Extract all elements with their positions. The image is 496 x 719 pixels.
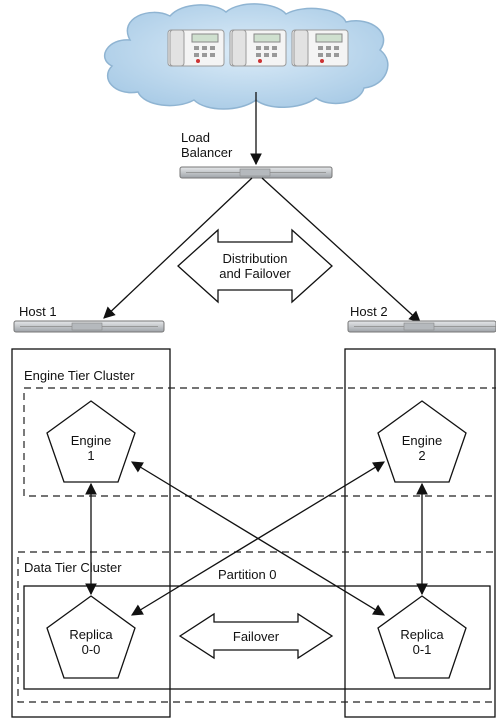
distribution-failover-label: Distribution and Failover (205, 251, 305, 281)
replica01-pentagon-icon (377, 595, 467, 679)
engine1-pentagon-icon (46, 400, 136, 483)
partition-label: Partition 0 (218, 567, 277, 582)
replica00-label-line1: Replica (69, 627, 113, 642)
replica01-label-line2: 0-1 (412, 642, 432, 657)
engine-tier-cluster-label: Engine Tier Cluster (24, 368, 135, 383)
failover-label: Failover (232, 629, 280, 644)
load-balancer-server-rack-icon (179, 166, 333, 179)
lb-to-host2-arrow (261, 177, 421, 323)
engine2-replica00-arrow (130, 461, 386, 616)
distribution-double-arrow-icon (177, 228, 333, 304)
failover-double-arrow-icon (178, 612, 334, 660)
desk-phone-icon (167, 29, 225, 67)
desk-phone-icon (291, 29, 349, 67)
engine2-label: Engine 2 (387, 433, 457, 463)
host1-server-rack-icon (13, 320, 165, 333)
host2-server-rack-icon (347, 320, 496, 333)
data-tier-cluster-label: Data Tier Cluster (24, 560, 122, 575)
load-balancer-label: Load Balancer (181, 130, 232, 160)
engine1-label-line1: Engine (70, 433, 112, 448)
replica01-label: Replica 0-1 (387, 627, 457, 657)
engine2-label-line1: Engine (401, 433, 443, 448)
replica00-label-line2: 0-0 (81, 642, 101, 657)
distribution-label-line1: Distribution (222, 251, 288, 266)
replica01-label-line1: Replica (400, 627, 444, 642)
engine2-pentagon-icon (377, 400, 467, 483)
load-balancer-label-line1: Load (181, 130, 210, 145)
engine1-label: Engine 1 (56, 433, 126, 463)
replica00-label: Replica 0-0 (56, 627, 126, 657)
distribution-label-line2: and Failover (219, 266, 291, 281)
load-balancer-label-line2: Balancer (181, 145, 233, 160)
host2-label: Host 2 (350, 304, 388, 319)
desk-phone-icon (229, 29, 287, 67)
engine1-label-line2: 1 (87, 448, 95, 463)
lb-to-host1-arrow (103, 177, 253, 319)
engine2-label-line2: 2 (418, 448, 426, 463)
host1-label: Host 1 (19, 304, 57, 319)
replica00-pentagon-icon (46, 595, 136, 679)
